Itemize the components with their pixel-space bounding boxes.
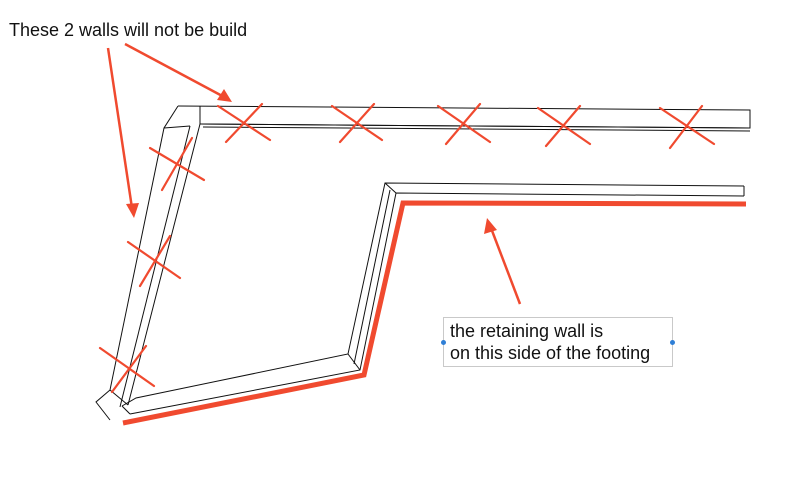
top-wall-inner-2 [202, 126, 751, 132]
x-mark-icon [436, 102, 492, 146]
arrowhead-icon [126, 203, 139, 218]
arrow-to-top-wall [124, 42, 227, 100]
arrow-to-retaining-wall [489, 227, 522, 305]
left-wall-corner-b [109, 389, 129, 406]
retaining-wall-inner-2 [353, 189, 391, 365]
retaining-wall-inner [129, 192, 745, 415]
arrows [106, 42, 522, 305]
retaining-wall-bottom-end [121, 405, 131, 415]
wall-outlines [95, 105, 751, 421]
resize-handle-right[interactable] [670, 340, 675, 345]
left-wall-inner-2 [119, 125, 191, 408]
arrowhead-icon [484, 218, 497, 234]
x-mark-icon [330, 102, 384, 144]
x-mark-icon [658, 104, 716, 150]
x-mark-icon [126, 234, 182, 288]
callout-line-1: the retaining wall is [450, 321, 604, 341]
x-mark-icon [536, 104, 592, 148]
x-mark-icon [98, 344, 156, 394]
resize-handle-left[interactable] [441, 340, 446, 345]
left-wall-inner [127, 123, 201, 406]
x-mark-icon [148, 136, 206, 192]
left-wall-corner-a [163, 125, 191, 129]
retaining-wall-callout[interactable]: the retaining wall is on this side of th… [441, 317, 675, 367]
retaining-wall-corner-bottom [347, 353, 361, 371]
x-marks [98, 102, 716, 394]
walls-not-built-note: These 2 walls will not be build [9, 20, 248, 40]
retaining-wall-corner-top [384, 182, 397, 194]
arrow-to-left-wall [106, 47, 134, 209]
arrowhead-icon [217, 89, 232, 102]
retaining-wall-highlight [122, 200, 747, 426]
x-mark-icon [216, 102, 272, 144]
retaining-wall-outer [121, 182, 745, 407]
callout-line-2: on this side of the footing [450, 343, 651, 363]
top-wall-inner [199, 123, 751, 129]
